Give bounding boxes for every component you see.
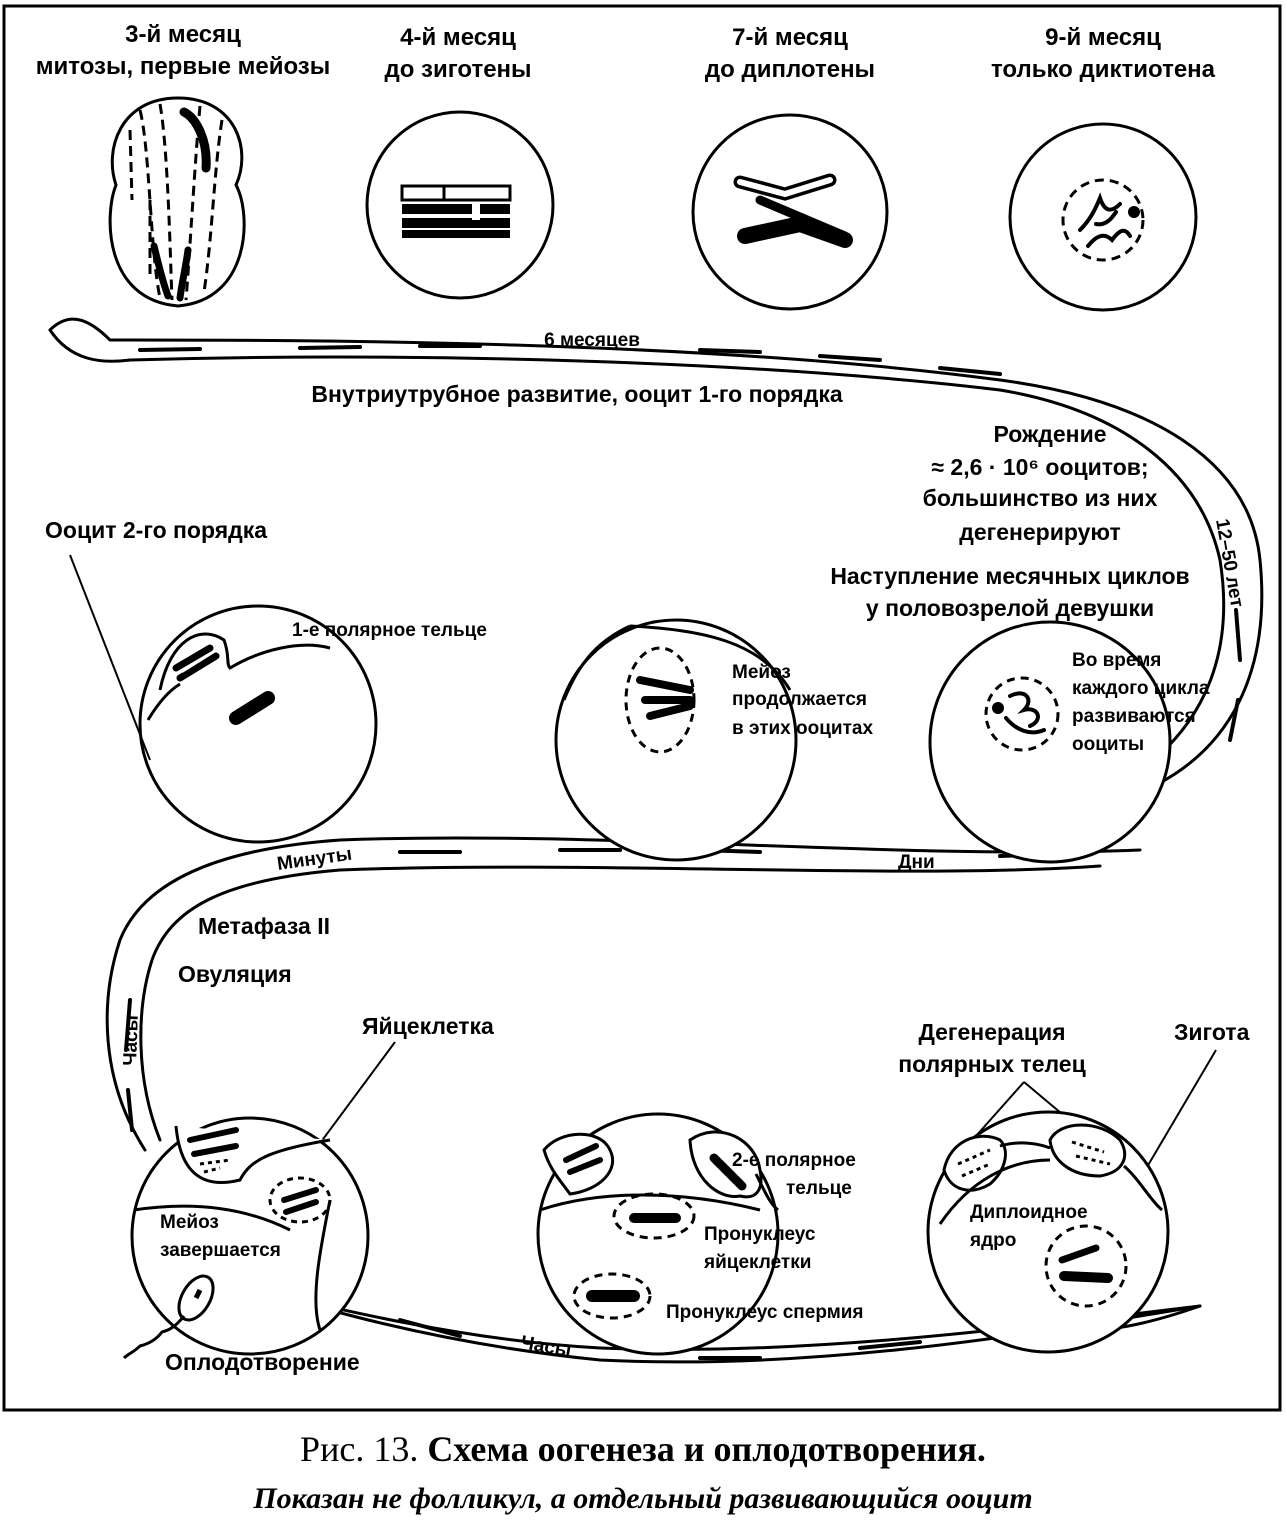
stage4-month: 9-й месяц [1045, 24, 1161, 51]
meiosis-done-1: Мейоз [160, 1212, 219, 1233]
label-secondary-oocyte: Ооцит 2-го порядка [45, 517, 267, 543]
second-polar-1: 2-е полярное [732, 1150, 856, 1171]
band-label-hours-bottom: Часы [519, 1332, 573, 1361]
pronucleus-sperm: Пронуклеус спермия [666, 1302, 864, 1323]
label-fertilization: Оплодотворение [165, 1349, 360, 1375]
cell-dictyotene [1008, 122, 1198, 312]
meiosis-cont-3: в этих ооцитах [732, 718, 873, 739]
second-polar-2: тельце [786, 1178, 852, 1199]
cell-secondary-oocyte [69, 554, 378, 844]
meiosis-cont-2: продолжается [732, 689, 867, 710]
cycles-line1: Наступление месячных циклов [830, 563, 1189, 589]
during-1: Во время [1072, 650, 1161, 671]
cell-fertilization [122, 1116, 370, 1360]
cell-diplotene [691, 113, 889, 311]
label-egg: Яйцеклетка [362, 1013, 494, 1039]
meiosis-cont-1: Мейоз [732, 662, 791, 683]
label-first-polar-body: 1-е полярное тельце [292, 620, 487, 641]
stage3-month: 7-й месяц [732, 24, 848, 51]
label-intrauterine: Внутриутрубное развитие, ооцит 1-го поря… [311, 381, 842, 407]
cycle-text: Во время каждого цикла развиваются ооцит… [1072, 650, 1210, 755]
band-label-days: Дни [898, 852, 935, 873]
meiosis-done-text: Мейоз завершается [160, 1212, 281, 1261]
cycles-line2: у половозрелой девушки [866, 595, 1154, 621]
pronuclei-text: 2-е полярное тельце Пронуклеус яйцеклетк… [666, 1150, 864, 1323]
stage2-desc: до зиготены [384, 56, 531, 83]
figure-caption: Рис. 13. Схема оогенеза и оплодотворения… [0, 1428, 1286, 1470]
cell-pronuclei [536, 1112, 780, 1356]
birth-line1: ≈ 2,6 · 10⁶ ооцитов; [931, 454, 1148, 480]
band-label-hours-left: Часы [120, 1015, 143, 1066]
label-degeneration-1: Дегенерация [918, 1019, 1065, 1045]
caption-prefix: Рис. 13. [300, 1429, 428, 1469]
diploid-1: Диплоидное [970, 1202, 1088, 1223]
figure-subcaption: Показан не фолликул, а отдельный развива… [253, 1482, 1033, 1515]
label-zygote: Зигота [1174, 1019, 1250, 1045]
band-label-6months: 6 месяцев [544, 330, 640, 351]
cell-zygote [926, 1110, 1170, 1354]
diploid-2: ядро [969, 1230, 1016, 1251]
figure-frame [2, 4, 1282, 1412]
during-2: каждого цикла [1072, 678, 1210, 699]
birth-line3: дегенерируют [959, 519, 1121, 545]
stage3-desc: до диплотены [705, 56, 875, 83]
pronucleus-egg-1: Пронуклеус [704, 1224, 816, 1245]
zygote-text: Диплоидное ядро [969, 1202, 1088, 1251]
meiosis-continues-text: Мейоз продолжается в этих ооцитах [732, 662, 873, 739]
egg-pointer [314, 1041, 396, 1151]
birth-line2: большинство из них [923, 485, 1158, 511]
cell-dividing [108, 96, 246, 308]
stage-titles: 3-й месяц митозы, первые мейозы 4-й меся… [36, 21, 1216, 83]
stage2-month: 4-й месяц [400, 24, 516, 51]
birth-block: Рождение ≈ 2,6 · 10⁶ ооцитов; большинств… [923, 421, 1158, 545]
pronucleus-egg-2: яйцеклетки [703, 1252, 811, 1273]
cell-cycle-oocyte [928, 620, 1172, 864]
label-metaphase: Метафаза II [198, 913, 330, 939]
during-4: ооциты [1072, 734, 1144, 755]
cell-zygotene [365, 110, 555, 300]
caption-title: Схема оогенеза и оплодотворения. [427, 1429, 986, 1469]
cell-meiosis-continues [554, 618, 798, 862]
band-label-years: 12–50 лет [1211, 517, 1247, 609]
meiosis-done-2: завершается [160, 1240, 281, 1261]
stage1-desc: митозы, первые мейозы [36, 53, 330, 80]
oogenesis-diagram: 3-й месяц митозы, первые мейозы 4-й меся… [2, 4, 1282, 1412]
stage4-desc: только диктиотена [991, 56, 1216, 83]
label-degeneration-2: полярных телец [898, 1051, 1085, 1077]
stage1-month: 3-й месяц [125, 21, 241, 48]
during-3: развиваются [1072, 706, 1196, 727]
birth-title: Рождение [993, 421, 1106, 447]
label-ovulation: Овуляция [178, 961, 292, 987]
